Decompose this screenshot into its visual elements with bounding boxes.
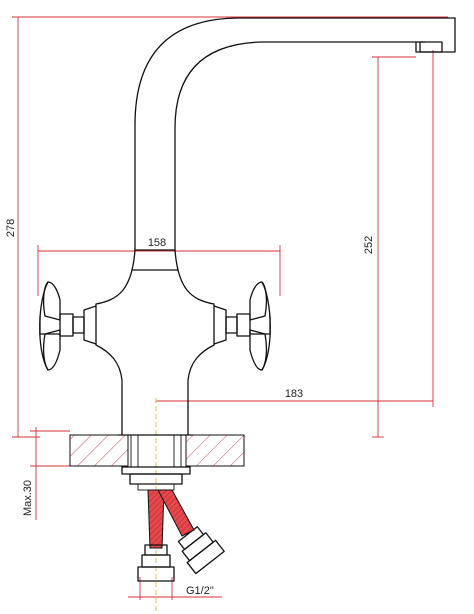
dimension-total-height: 278 <box>5 16 448 438</box>
dimension-label-spout-height: 252 <box>363 236 375 254</box>
dimension-label-total-height: 278 <box>5 219 17 237</box>
dimension-label-thread-size: G1/2" <box>186 585 214 597</box>
dimension-label-handle-span: 158 <box>148 237 166 249</box>
left-handle <box>39 281 97 371</box>
mounting-stud <box>121 434 191 491</box>
dimension-label-max-countertop: Max.30 <box>22 480 34 516</box>
dimension-spout-height: 252 <box>363 56 416 438</box>
dimension-max-countertop: Max.30 <box>22 427 70 520</box>
dimension-handle-span: 158 <box>37 237 281 296</box>
faucet-body <box>95 17 456 436</box>
countertop-section <box>69 434 245 467</box>
dimension-spout-reach: 183 <box>156 50 434 407</box>
right-handle <box>213 281 271 371</box>
dimension-label-spout-reach: 183 <box>285 388 303 400</box>
flexible-hose-right <box>157 489 225 575</box>
dimension-thread-size: G1/2" <box>128 577 222 600</box>
